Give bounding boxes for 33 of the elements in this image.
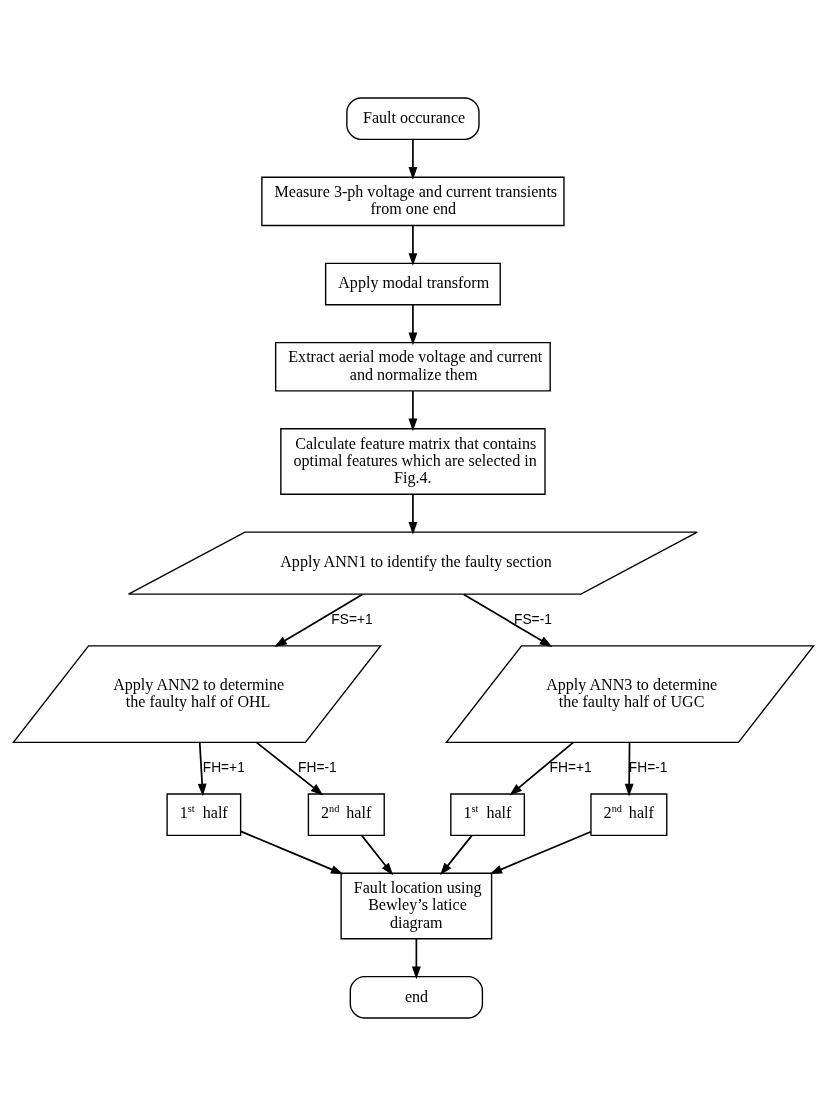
node-box: end — [349, 975, 483, 1019]
arrow — [197, 741, 207, 797]
node-box: 1$^{st}$ half — [449, 793, 525, 837]
node-box: 2$^{nd}$ half — [307, 793, 385, 837]
arrow — [624, 741, 634, 797]
node-box: 1$^{st}$ half — [165, 793, 241, 837]
arrow — [408, 224, 417, 266]
node-box: Fault location using Bewley’s latice diagram — [339, 872, 492, 940]
node-box: Extract aerial mode voltage and current and normalize them — [274, 341, 551, 392]
arrow — [439, 834, 473, 876]
edge-label: FS=-1 — [513, 611, 552, 627]
arrow — [273, 593, 363, 647]
arrow — [408, 493, 417, 535]
arrow — [488, 830, 592, 875]
arrow — [411, 937, 421, 980]
arrow — [408, 390, 417, 432]
node-box: Calculate feature matrix that contains optimal features which are selected in Fig.4. — [279, 428, 546, 495]
node-box: Fault occurance — [345, 97, 480, 140]
edge-label: FH=+1 — [549, 759, 592, 775]
node-box: 2$^{nd}$ half — [589, 793, 667, 837]
edge-label: FS=+1 — [330, 611, 373, 627]
arrow — [360, 834, 393, 876]
arrow — [408, 304, 417, 346]
arrow — [508, 741, 574, 796]
arrow — [462, 593, 552, 647]
node-box: Apply modal transform — [324, 262, 501, 306]
arrow — [255, 741, 323, 796]
edge-label: FH=-1 — [628, 759, 668, 775]
arrow — [408, 138, 417, 180]
arrow — [239, 830, 343, 875]
node-box: Measure 3-ph voltage and current transients from one end — [260, 176, 565, 227]
edge-label: FH=+1 — [202, 759, 245, 775]
edge-label: FH=-1 — [297, 759, 337, 775]
